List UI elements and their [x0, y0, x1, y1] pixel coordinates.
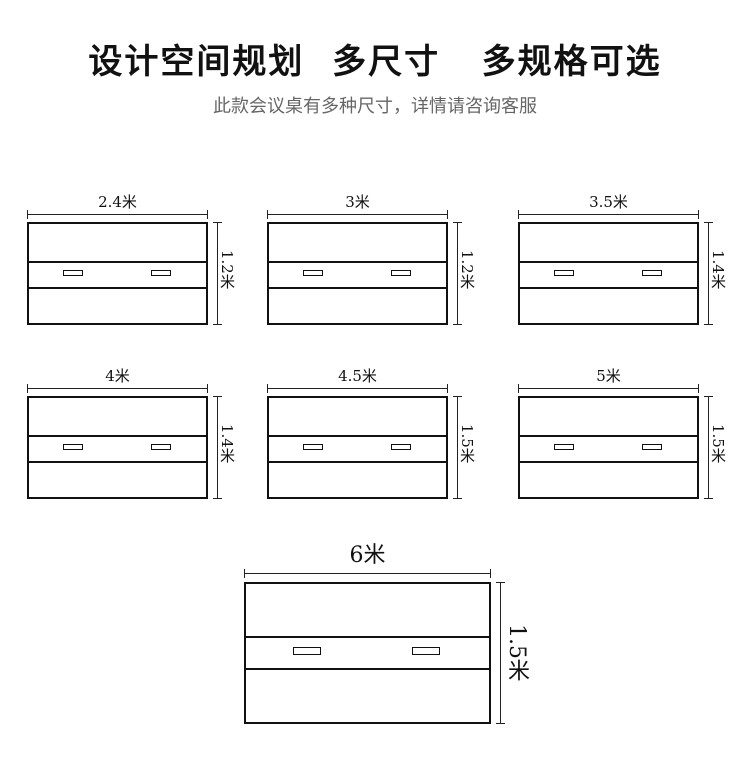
cable-port-left: [63, 444, 83, 450]
width-dimension-line: [27, 384, 208, 393]
cable-port-right: [642, 444, 662, 450]
height-label: 1.4米: [218, 424, 236, 463]
table-top-outline: [518, 396, 699, 499]
width-label: 3米: [345, 193, 370, 211]
table-diagram-6: 5米 1.5米: [518, 366, 733, 502]
width-dimension-line: [518, 384, 699, 393]
center-strip: [520, 261, 697, 289]
cable-port-left: [554, 270, 574, 276]
cable-port-left: [554, 444, 574, 450]
width-label: 6米: [349, 543, 386, 568]
center-strip: [246, 636, 489, 670]
width-dimension-line: [244, 569, 491, 578]
table-diagram-5: 4.5米 1.5米: [267, 366, 482, 502]
table-top-outline: [27, 396, 208, 499]
height-dimension-line: [496, 582, 505, 724]
cable-port-left: [63, 270, 83, 276]
cable-port-left: [303, 270, 323, 276]
cable-port-right: [412, 647, 440, 655]
center-strip: [520, 435, 697, 463]
table-diagram-2: 3米 1.2米: [267, 192, 482, 328]
cable-port-left: [303, 444, 323, 450]
center-strip: [269, 435, 446, 463]
height-dimension-line: [213, 222, 222, 325]
table-top-outline: [244, 582, 491, 724]
height-dimension-line: [453, 222, 462, 325]
width-label: 5米: [596, 367, 621, 385]
width-label: 4米: [105, 367, 130, 385]
table-top-outline: [518, 222, 699, 325]
height-dimension-line: [213, 396, 222, 499]
width-label: 2.4米: [98, 193, 137, 211]
height-label: 1.4米: [709, 250, 727, 289]
cable-port-right: [391, 270, 411, 276]
cable-port-left: [293, 647, 321, 655]
table-diagram-3: 3.5米 1.4米: [518, 192, 733, 328]
cable-port-right: [151, 444, 171, 450]
center-strip: [29, 261, 206, 289]
width-dimension-line: [267, 384, 448, 393]
width-dimension-line: [267, 210, 448, 219]
height-label: 1.2米: [218, 250, 236, 289]
width-dimension-line: [518, 210, 699, 219]
table-top-outline: [27, 222, 208, 325]
height-label: 1.2米: [458, 250, 476, 289]
table-diagram-7: 6米 1.5米: [244, 542, 534, 727]
table-top-outline: [267, 222, 448, 325]
page-title: 设计空间规划 多尺寸 多规格可选: [88, 42, 662, 82]
center-strip: [29, 435, 206, 463]
height-dimension-line: [704, 396, 713, 499]
height-label: 1.5米: [458, 424, 476, 463]
cable-port-right: [391, 444, 411, 450]
table-top-outline: [267, 396, 448, 499]
table-diagram-4: 4米 1.4米: [27, 366, 242, 502]
width-label: 4.5米: [338, 367, 377, 385]
height-label: 1.5米: [709, 424, 727, 463]
height-dimension-line: [704, 222, 713, 325]
center-strip: [269, 261, 446, 289]
page-subtitle: 此款会议桌有多种尺寸，详情请咨询客服: [213, 96, 537, 117]
height-dimension-line: [453, 396, 462, 499]
cable-port-right: [642, 270, 662, 276]
width-label: 3.5米: [589, 193, 628, 211]
table-diagram-1: 2.4米 1.2米: [27, 192, 242, 328]
height-label: 1.5米: [504, 624, 529, 681]
width-dimension-line: [27, 210, 208, 219]
cable-port-right: [151, 270, 171, 276]
